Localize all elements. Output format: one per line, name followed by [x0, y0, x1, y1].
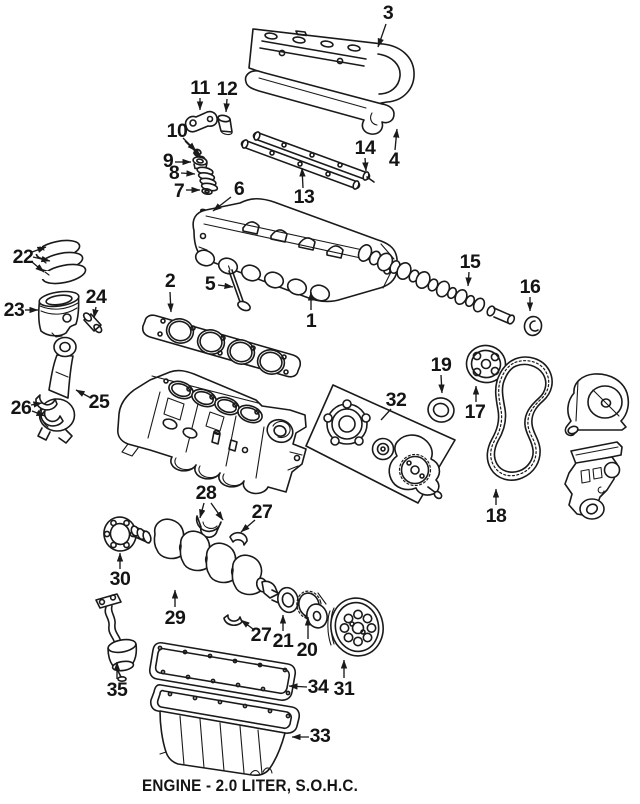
part-camshaft-plug: [523, 315, 543, 337]
callout-arrow-28: [210, 502, 224, 521]
callout-5: 5: [205, 273, 216, 295]
part-rocker-shaft-lower: [240, 139, 361, 190]
part-oil-pan: [149, 684, 301, 777]
part-thrust-washer-lower: [223, 614, 243, 627]
callout-31: 31: [334, 678, 355, 700]
callout-16: 16: [520, 276, 541, 298]
callout-22: 22: [13, 246, 34, 268]
part-crank-sprocket: [296, 590, 328, 629]
callout-21: 21: [273, 630, 294, 652]
callout-arrow-25: [75, 389, 92, 399]
callout-35: 35: [107, 679, 128, 701]
callout-34: 34: [308, 676, 329, 698]
callout-27: 27: [252, 501, 273, 523]
part-rocker-arm: [184, 110, 218, 133]
part-connecting-rod: [37, 336, 77, 444]
callout-26: 26: [11, 397, 32, 419]
part-cam-oil-seal: [427, 397, 455, 423]
callout-arrow-19: [438, 374, 445, 394]
callout-27: 27: [251, 624, 272, 646]
part-engine-block: [117, 369, 307, 495]
part-thrust-washer-upper: [229, 531, 248, 546]
part-crank-pulley: [327, 597, 384, 657]
part-lash-adjuster: [217, 114, 233, 136]
callout-30: 30: [110, 568, 131, 590]
part-valve: [227, 265, 251, 312]
callout-arrow-32: [380, 408, 392, 421]
callout-arrow-13: [299, 167, 306, 189]
callout-19: 19: [431, 354, 452, 376]
part-upper-timing-cover: [564, 373, 630, 437]
callout-17: 17: [465, 401, 486, 423]
callout-18: 18: [486, 505, 507, 527]
callout-33: 33: [310, 725, 331, 747]
part-valve-spring: [196, 166, 219, 192]
callout-arrow-6: [212, 196, 232, 212]
callout-12: 12: [217, 78, 238, 100]
callout-10: 10: [167, 120, 188, 142]
callout-20: 20: [297, 639, 318, 661]
callout-arrow-5: [217, 282, 234, 290]
part-main-bearing: [103, 516, 137, 552]
callout-11: 11: [190, 77, 210, 99]
part-timing-belt: [486, 356, 553, 481]
callout-arrow-10: [184, 140, 202, 158]
part-rocker-shaft-upper: [252, 131, 375, 183]
callout-7: 7: [174, 180, 184, 202]
callout-25: 25: [89, 391, 110, 413]
callout-arrow-27: [240, 519, 256, 533]
callout-arrow-22: [32, 255, 51, 263]
callout-arrow-22: [31, 261, 45, 273]
part-valve-cover-gasket: [244, 70, 395, 135]
part-piston: [37, 290, 80, 338]
callout-arrow-28: [199, 502, 206, 519]
callout-arrow-4: [392, 128, 400, 151]
callout-32: 32: [386, 389, 407, 411]
callout-arrow-8: [180, 170, 196, 177]
callout-6: 6: [234, 178, 245, 200]
callout-arrow-12: [223, 98, 230, 113]
caption: ENGINE - 2.0 LITER, S.O.H.C.: [142, 777, 358, 795]
callout-arrow-14: [362, 157, 369, 172]
part-lower-timing-cover: [564, 441, 623, 520]
part-piston-rings: [34, 239, 87, 285]
callout-9: 9: [163, 150, 174, 172]
callout-13: 13: [294, 186, 315, 208]
callout-arrow-15: [465, 271, 472, 287]
callout-arrow-34: [288, 683, 308, 690]
part-crankshaft: [130, 518, 286, 605]
callout-arrow-27: [240, 619, 254, 630]
callout-2: 2: [165, 270, 176, 292]
part-valve-stem-seal: [201, 187, 213, 196]
callout-24: 24: [86, 286, 107, 308]
part-oil-pump-kit: [305, 384, 456, 504]
callout-arrow-2: [167, 291, 174, 313]
callout-14: 14: [355, 137, 376, 159]
callout-8: 8: [169, 162, 180, 184]
callout-29: 29: [165, 607, 186, 629]
callout-1: 1: [306, 310, 317, 332]
callout-4: 4: [389, 149, 400, 171]
callout-arrow-26: [31, 409, 46, 417]
callout-arrow-22: [31, 246, 47, 253]
callout-28: 28: [196, 482, 217, 504]
callout-arrow-3: [377, 23, 387, 48]
part-head-gasket: [141, 314, 302, 378]
part-valve-cover: [248, 28, 415, 106]
callout-3: 3: [383, 2, 394, 24]
part-oil-pan-gasket: [148, 641, 297, 701]
callout-arrow-24: [92, 306, 99, 319]
callout-15: 15: [460, 251, 481, 273]
callout-arrow-26: [30, 401, 43, 408]
part-spring-retainer: [192, 156, 208, 170]
part-piston-pin: [82, 312, 103, 334]
part-cylinder-head: [192, 197, 398, 303]
callout-23: 23: [4, 299, 25, 321]
part-camshaft: [357, 244, 516, 325]
part-rear-main-seal: [277, 586, 299, 614]
